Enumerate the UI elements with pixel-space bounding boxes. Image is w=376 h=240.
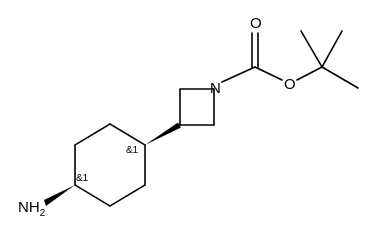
atom-o-ester: O xyxy=(284,76,296,93)
molecule-structure: N O O NH2 &1 &1 xyxy=(18,15,359,219)
atom-nh2-subscript: 2 xyxy=(40,208,46,219)
bond-n-carbonyl xyxy=(221,66,256,83)
bond-tbu-me-2 xyxy=(321,66,359,89)
stereo-label-top: &1 xyxy=(126,145,139,156)
cyclohexane-ring xyxy=(74,123,146,207)
bond-o-tbu xyxy=(296,66,323,81)
bond-cy-4 xyxy=(74,184,111,207)
bond-cy-3 xyxy=(109,184,146,207)
atom-n-azetidine: N xyxy=(210,80,221,97)
wedge-bond-cy-amine xyxy=(44,185,75,206)
wedge-bond-cy-azetidine xyxy=(145,122,181,145)
atom-o-carbonyl: O xyxy=(250,15,262,32)
azetidine-ring xyxy=(179,88,215,126)
bond-cy-1 xyxy=(109,123,146,146)
bond-cy-6 xyxy=(74,123,111,146)
atom-nh-text: NH xyxy=(18,199,40,216)
stereo-label-bottom: &1 xyxy=(76,173,89,184)
bond-tbu-me-3 xyxy=(300,30,323,68)
bond-tbu-me-1 xyxy=(321,30,343,68)
atom-nh2: NH2 xyxy=(18,199,46,219)
bond-c-ester-o xyxy=(254,66,283,81)
